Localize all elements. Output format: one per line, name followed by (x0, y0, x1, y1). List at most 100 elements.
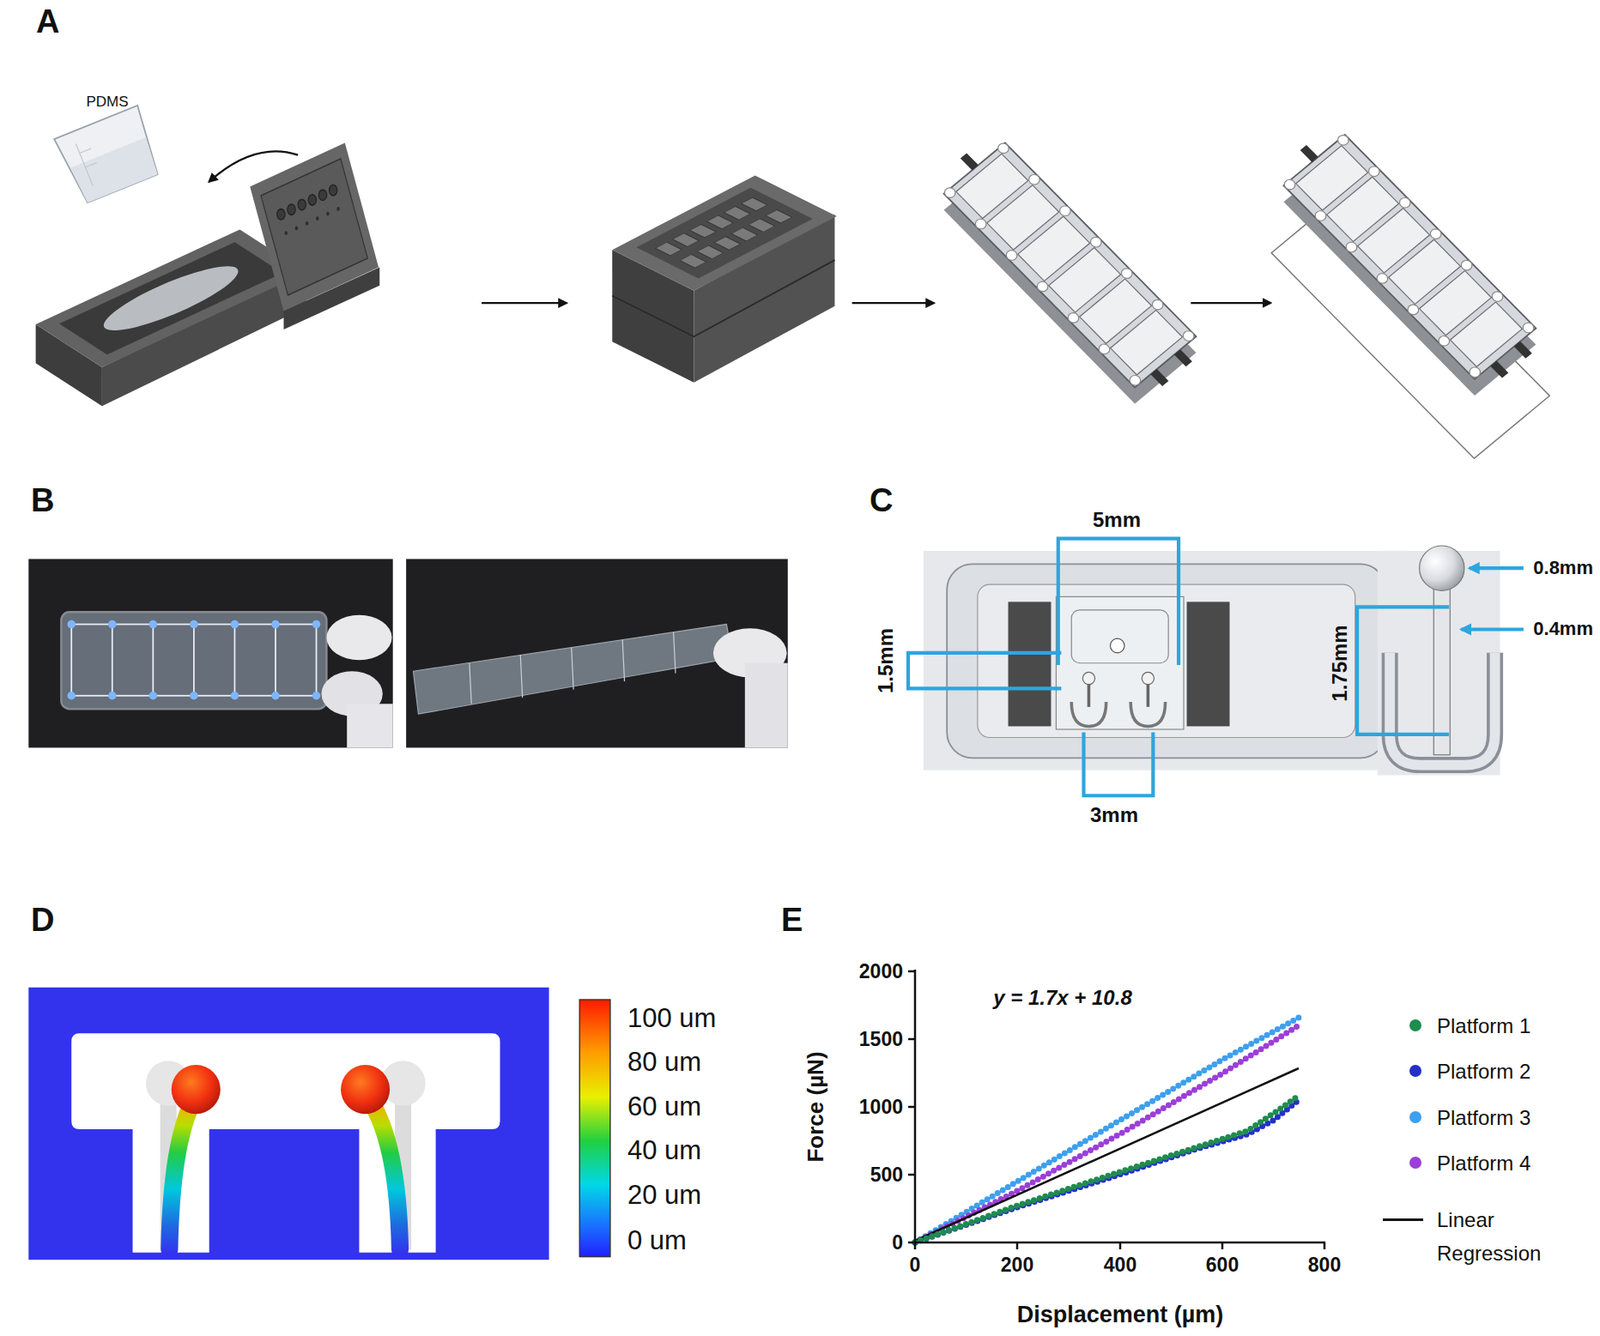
closed-mold (714, 236, 740, 251)
device-photo (312, 691, 322, 701)
pdms-beaker (70, 137, 161, 205)
device-photo (66, 620, 321, 701)
axis-tick: 800 (1308, 1254, 1341, 1277)
closed-mold (679, 254, 706, 269)
material-label: PDMS (85, 93, 128, 111)
open-mold (327, 183, 339, 198)
pdms-device (932, 131, 1208, 405)
colorbar-tick: 0 um (627, 1225, 687, 1257)
force-displacement-chart (908, 1174, 916, 1177)
closed-mold (724, 206, 751, 221)
dimension-label: 5mm (1092, 508, 1141, 533)
open-mold (284, 206, 340, 237)
open-mold (275, 183, 339, 222)
colorbar-tick: 80 um (627, 1047, 702, 1079)
post-side-view (1377, 545, 1501, 776)
closed-mold (636, 187, 813, 279)
force-displacement-chart (915, 1025, 1299, 1243)
closed-mold (765, 210, 792, 225)
pdms-device (932, 131, 1208, 400)
device-photo-side (406, 558, 788, 748)
panel-illustrations (28, 105, 1550, 1261)
platform-top-view (1146, 684, 1151, 708)
platform-top-view (923, 551, 1409, 771)
post-side-view (1433, 587, 1450, 756)
force-displacement-chart (914, 1242, 917, 1250)
deflection-simulation (71, 1033, 500, 1254)
open-mold (296, 198, 308, 213)
deflection-simulation (28, 987, 611, 1261)
platform-top-view (1141, 672, 1154, 685)
dimension-brackets (1357, 606, 1449, 735)
device-photo (149, 691, 158, 701)
open-mold (304, 220, 309, 226)
device-photo (149, 620, 158, 630)
platform-top-view (1087, 684, 1091, 708)
force-displacement-chart (915, 1068, 1299, 1242)
device-photo-side (412, 624, 733, 716)
closed-mold (655, 242, 682, 256)
deflection-simulation (369, 1100, 400, 1251)
device-photo-side (520, 654, 522, 698)
open-mold (307, 193, 318, 207)
platform-top-view (977, 584, 1356, 738)
device-photo-side (406, 558, 788, 748)
device-photo (312, 620, 322, 630)
platform-top-view (1109, 638, 1125, 654)
pdms-beaker (54, 105, 164, 206)
panel-letter: B (30, 482, 55, 521)
panel-letter: C (869, 482, 893, 521)
device-photo (234, 624, 237, 697)
platform-top-view (1071, 702, 1106, 728)
platform-top-view (1082, 672, 1095, 685)
post-side-view (1419, 545, 1465, 591)
closed-mold (612, 175, 837, 382)
dimension-label: 0.8mm (1533, 557, 1594, 579)
device-photo-side (469, 632, 676, 704)
dimension-brackets (1058, 539, 1179, 666)
dimension-brackets (908, 539, 1524, 797)
legend-swatch (1409, 1157, 1422, 1170)
open-mold (36, 142, 381, 407)
device-photo (189, 620, 199, 630)
axis-title: Force (µN) (803, 1051, 830, 1163)
colorbar-tick: 40 um (627, 1135, 702, 1167)
colorbar-tick: 60 um (627, 1091, 702, 1123)
pdms-beaker (54, 105, 164, 206)
device-photo (346, 703, 393, 748)
platform-top-view (1055, 596, 1184, 730)
force-displacement-chart (908, 1038, 916, 1042)
device-photo (230, 620, 240, 630)
closed-mold (707, 215, 734, 230)
open-mold (294, 225, 298, 231)
device-photo (274, 624, 277, 697)
device-photo-side (745, 663, 788, 749)
deflection-simulation (171, 1065, 221, 1115)
device-photo (66, 691, 76, 701)
open-mold (326, 211, 330, 217)
dimension-brackets (1460, 627, 1524, 631)
axis-tick: 0 (909, 1254, 922, 1277)
platform-top-view (923, 551, 1409, 771)
legend-text: Linear Regression (1436, 1203, 1566, 1271)
force-displacement-chart (1016, 1242, 1019, 1250)
axis-title: Displacement (µm) (1017, 1302, 1225, 1329)
panel-letter: E (781, 902, 803, 940)
device-photo (28, 558, 393, 748)
force-displacement-chart (908, 970, 916, 974)
dimension-label: 1.5mm (873, 628, 898, 694)
device-photo (66, 620, 76, 630)
open-mold (286, 202, 297, 217)
colorbar-tick: 100 um (627, 1003, 716, 1035)
open-mold (260, 158, 368, 296)
device-photo-side (469, 663, 472, 705)
dimension-label: 3mm (1090, 803, 1139, 828)
device-photo (111, 624, 114, 697)
panel-letter: A (36, 3, 60, 42)
device-photo (71, 624, 316, 697)
legend-text: Platform 2 (1436, 1054, 1566, 1089)
axis-tick: 2000 (859, 960, 904, 983)
force-displacement-chart (1119, 1242, 1122, 1250)
deflection-simulation (169, 1100, 194, 1251)
closed-mold (696, 245, 723, 260)
